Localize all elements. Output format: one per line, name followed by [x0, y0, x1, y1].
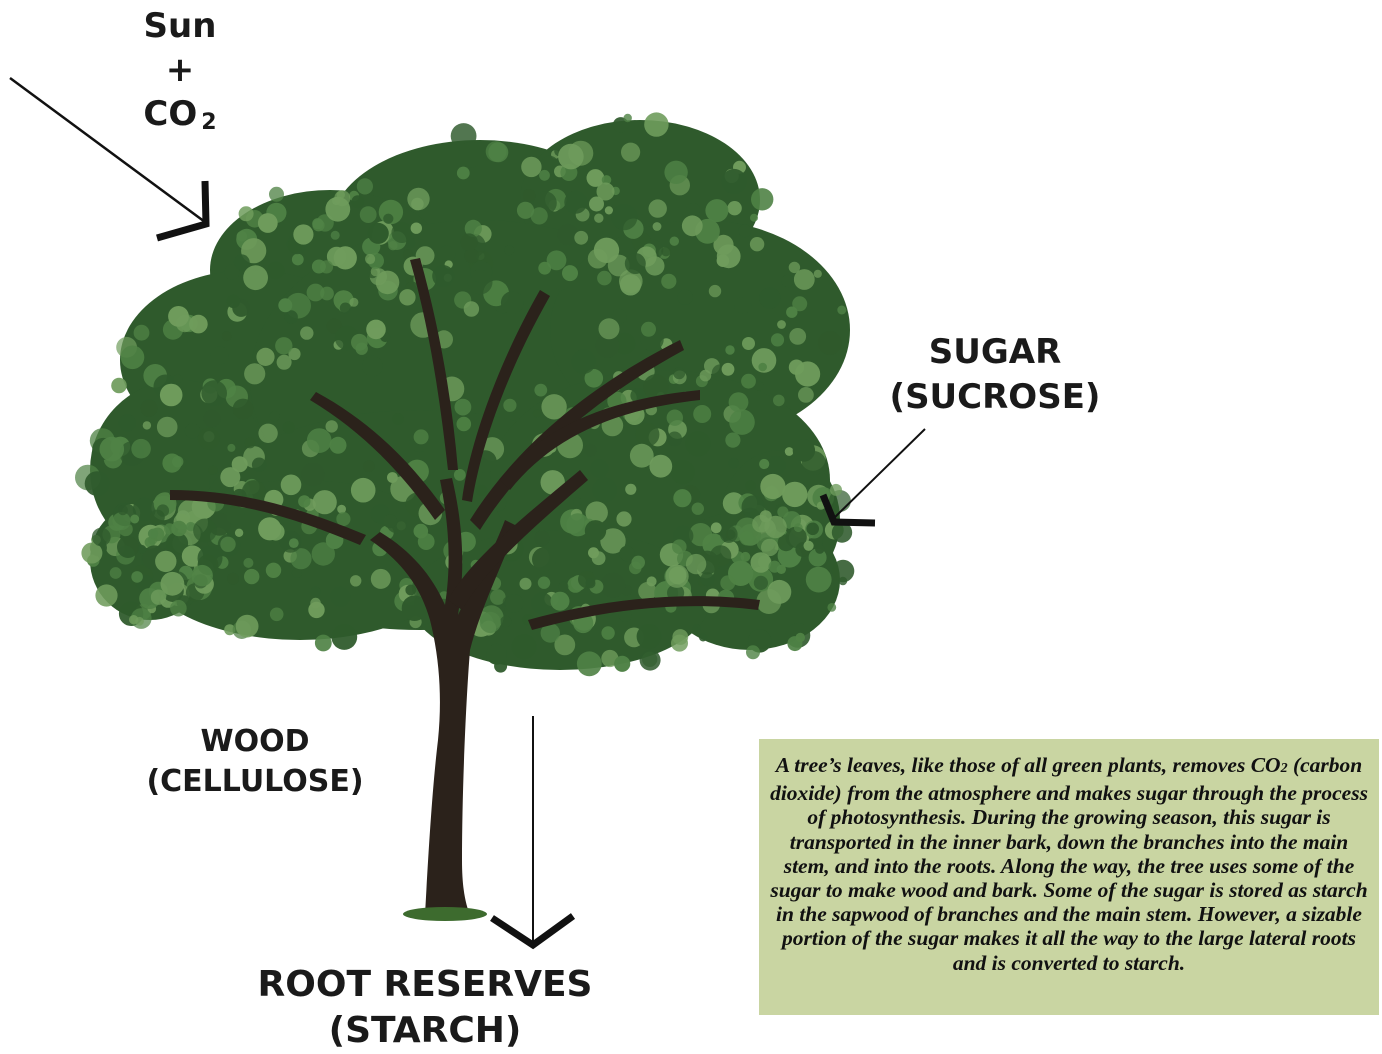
sugar-line1: SUGAR — [860, 330, 1130, 375]
sun-text: Sun — [120, 4, 240, 48]
co2-text: CO2 — [120, 92, 240, 145]
sugar-line2: (SUCROSE) — [860, 375, 1130, 420]
wood-label: WOOD (CELLULOSE) — [110, 722, 400, 802]
info-text-post: (carbon dioxide) from the atmosphere and… — [770, 753, 1368, 975]
root-reserves-label: ROOT RESERVES (STARCH) — [220, 962, 630, 1054]
info-text-pre: A tree’s leaves, like those of all green… — [776, 753, 1281, 777]
co2-main: CO — [143, 94, 197, 134]
sun-co2-label: Sun + CO2 — [120, 4, 240, 145]
root-line2: (STARCH) — [220, 1008, 630, 1054]
sugar-label: SUGAR (SUCROSE) — [860, 330, 1130, 420]
root-line1: ROOT RESERVES — [220, 962, 630, 1008]
wood-line2: (CELLULOSE) — [110, 762, 400, 802]
plus-text: + — [120, 48, 240, 92]
co2-subscript: 2 — [201, 110, 216, 135]
info-box: A tree’s leaves, like those of all green… — [759, 739, 1379, 1015]
wood-line1: WOOD — [110, 722, 400, 762]
root-arrow — [492, 716, 573, 945]
info-text-sub: 2 — [1281, 761, 1288, 776]
